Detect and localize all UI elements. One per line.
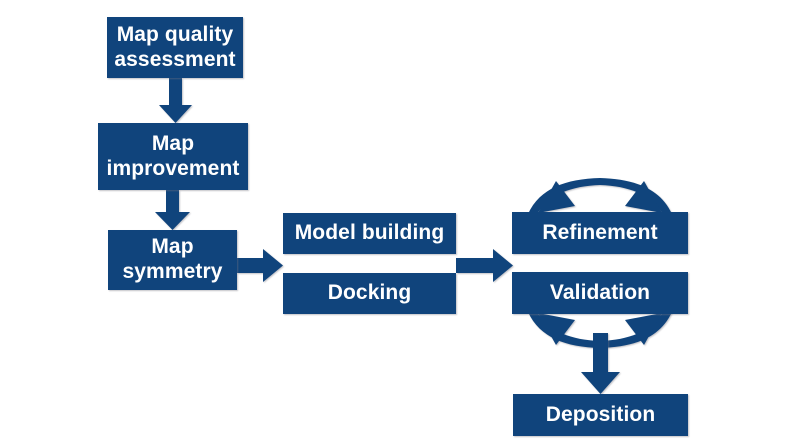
node-map-symmetry[interactable]: Map symmetry [108,230,237,290]
node-validation[interactable]: Validation [512,272,688,314]
node-label-validation: Validation [549,280,651,304]
node-label-model-building: Model building [294,221,445,245]
node-label-deposition: Deposition [545,402,656,426]
node-model-building[interactable]: Model building [283,213,456,254]
arrow-map-symmetry-to-model-building [237,249,283,282]
node-map-improvement[interactable]: Map improvement [98,123,248,190]
arrow-map-improvement-to-map-symmetry [155,190,190,230]
node-label-map-quality-assessment: Map quality assessment [114,22,236,71]
node-label-refinement: Refinement [542,220,658,244]
node-docking[interactable]: Docking [283,273,456,314]
node-map-quality-assessment[interactable]: Map quality assessment [107,17,243,78]
arrow-map-quality-assessment-to-map-improvement [159,78,192,123]
arrow-validation-to-deposition [581,333,620,394]
cycle-arc-bottom [528,310,672,348]
node-label-map-improvement: Map improvement [106,131,240,180]
node-deposition[interactable]: Deposition [513,394,688,436]
arrow-model-building-to-refinement [456,249,513,282]
node-label-docking: Docking [327,281,412,305]
cycle-arc-top [528,178,672,216]
node-refinement[interactable]: Refinement [512,212,688,254]
node-label-map-symmetry: Map symmetry [122,235,223,283]
